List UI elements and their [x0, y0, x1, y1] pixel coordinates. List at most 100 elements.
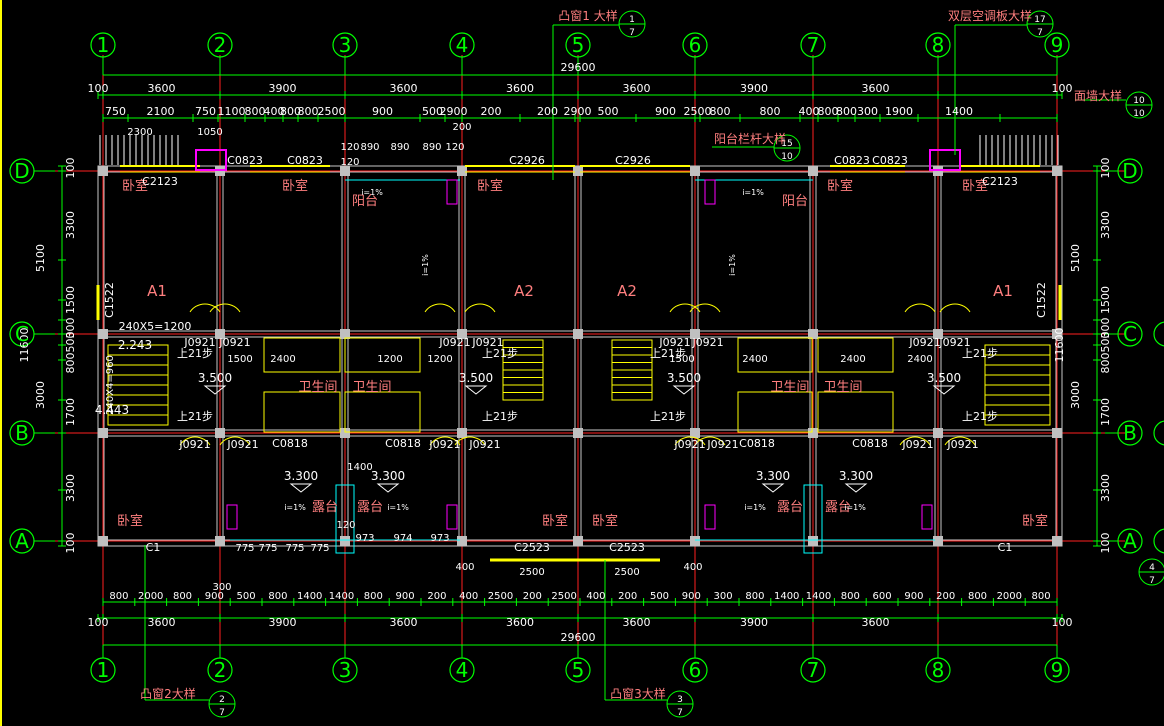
axis-bottom-3-label: 3: [339, 658, 352, 682]
column: [98, 536, 108, 546]
room-terrace: 露台: [312, 500, 338, 515]
axis-right-C-circle: [1117, 321, 1143, 347]
misc-dim-label: 2500: [519, 567, 544, 578]
stair-up-label: 上21步: [177, 347, 213, 360]
top-detail-dim-label: 800: [836, 105, 857, 118]
axis-top-1-label: 1: [97, 33, 110, 57]
door-label-J0921: J0921: [938, 336, 970, 349]
bottom-detail-dim-label: 2000: [138, 591, 163, 602]
callout-top3-label: 面墙大样: [1074, 88, 1122, 103]
bathroom-box: [817, 391, 894, 433]
walls: [96, 135, 1063, 562]
axis-top-9-label: 9: [1051, 33, 1064, 57]
axis-bottom-7-label: 7: [807, 658, 820, 682]
column: [933, 536, 943, 546]
door-swing: [189, 303, 221, 313]
column: [933, 329, 943, 339]
stair-up-label: 上21步: [962, 347, 998, 360]
left-dim-label: 1500: [64, 286, 77, 314]
bottom-detail-dim-label: 200: [618, 591, 637, 602]
misc-dim-label: 2300: [127, 127, 152, 138]
column: [340, 166, 350, 176]
door-swing: [669, 303, 701, 313]
top-detail-dim-label: 900: [655, 105, 676, 118]
column: [340, 536, 350, 546]
bottom-main-dim-label: 3900: [740, 616, 768, 629]
axis-right-B-circle: [1117, 420, 1143, 446]
bathroom-box: [737, 391, 813, 433]
axis-left-B-circle: [9, 420, 35, 446]
elevation-triangle: [376, 483, 400, 493]
door-label-J0921: J0921: [438, 336, 470, 349]
room-bedroom: 卧室: [117, 513, 143, 529]
door-swing: [464, 303, 496, 313]
column: [690, 428, 700, 438]
callout-right1-num: 4: [1149, 563, 1155, 573]
top-detail-dim-label: 1900: [885, 105, 913, 118]
window-label-C2523: C2523: [514, 541, 550, 554]
top-main-dim-label: 100: [1052, 82, 1073, 95]
door-swing: [209, 303, 241, 313]
left-dim-label: 5100: [34, 244, 47, 272]
misc-dim-label: 2500: [614, 567, 639, 578]
axis-top-3-circle: [332, 32, 358, 58]
slope-mark: i=1%: [421, 254, 430, 276]
door-label-J0921: J0921: [706, 438, 738, 451]
bottom-detail-dim-label: 2500: [488, 591, 513, 602]
bottom-detail-dim-label: 900: [396, 591, 415, 602]
unit-a1-left: A1: [147, 282, 167, 300]
top-detail-dim-label: 500: [422, 105, 443, 118]
misc-dim-label: 120: [340, 157, 359, 168]
left-dim-label: 3300: [64, 211, 77, 239]
axis-right-A-circle: [1117, 528, 1143, 554]
elevation-triangle: [761, 483, 785, 493]
bottom-detail-dim-label: 300: [714, 591, 733, 602]
room-bedroom: 卧室: [827, 178, 853, 194]
axis-bottom-3-circle: [332, 657, 358, 683]
misc-dim-label: 775: [285, 543, 304, 554]
left-dim-label: 3300: [64, 474, 77, 502]
bottom-main-dim-label: 3600: [148, 616, 176, 629]
axis-top-4-label: 4: [456, 33, 469, 57]
top-detail-dim-label: 200: [481, 105, 502, 118]
window-label-C2926: C2926: [509, 154, 545, 167]
misc-dim-label: 890: [360, 142, 379, 153]
top-detail-dim-label: 800: [760, 105, 781, 118]
top-detail-dim-label: 2500: [318, 105, 346, 118]
callout-top2-num: 17: [1034, 15, 1045, 25]
elevation-mark: 3.300: [371, 469, 405, 483]
top-detail-dim-label: 400: [264, 105, 285, 118]
misc-dim-label: 2400: [270, 354, 295, 365]
column: [690, 166, 700, 176]
bathroom-box: [344, 337, 421, 373]
room-bedroom: 卧室: [282, 178, 308, 194]
axis-right-A-label: A: [1123, 529, 1137, 553]
elevation-mark: 2.243: [118, 338, 152, 352]
bathroom-box: [344, 391, 421, 433]
room-bathroom: 卫生间: [823, 380, 862, 395]
column: [98, 428, 108, 438]
bottom-detail-dim-label: 800: [745, 591, 764, 602]
misc-dim-label: 2400: [907, 354, 932, 365]
bottom-detail-dim-label: 200: [523, 591, 542, 602]
callout-mid1-num: 15: [781, 139, 792, 149]
slope-mark: i=1%: [742, 188, 764, 197]
window-label-C1522: C1522: [103, 282, 116, 318]
axis-bottom-4-label: 4: [456, 658, 469, 682]
axis-edge-circle: [1153, 420, 1164, 446]
right-dim-label: 100: [1099, 158, 1112, 179]
right-dim-label: 5100: [1069, 244, 1082, 272]
room-bathroom: 卫生间: [770, 380, 809, 395]
misc-dim-label: 775: [258, 543, 277, 554]
callout-bot1-label: 凸窗2大样: [140, 686, 196, 701]
top-total-dim-label: 29600: [561, 61, 596, 74]
left-dim-label: 100: [64, 533, 77, 554]
door-label-J0921: J0921: [183, 336, 215, 349]
slope-mark: i=1%: [728, 254, 737, 276]
top-detail-dim-label: 1400: [945, 105, 973, 118]
column: [1052, 166, 1062, 176]
axis-left-D-circle: [9, 158, 35, 184]
axis-top-1-circle: [90, 32, 116, 58]
elevation-mark: 3.500: [459, 371, 493, 385]
